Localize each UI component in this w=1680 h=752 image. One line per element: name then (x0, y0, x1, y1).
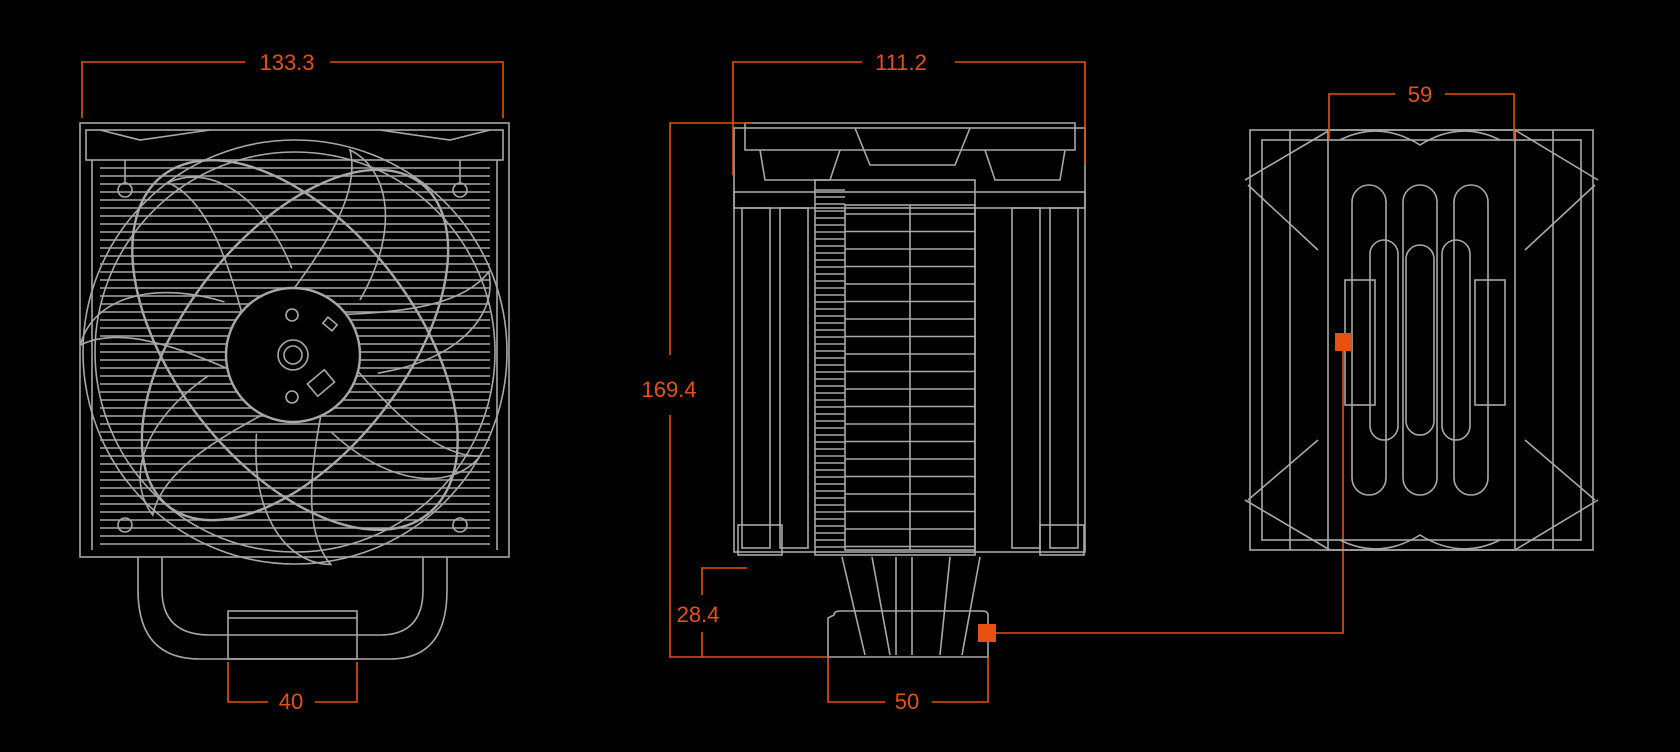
fan-blade (166, 176, 293, 315)
front-base-width-dimension: 40 (227, 662, 358, 714)
fan-hub-center (277, 339, 309, 371)
fan (79, 139, 508, 566)
front-shroud-detail (99, 129, 491, 141)
fan-blade (331, 368, 482, 480)
side-top-cap (744, 122, 1076, 151)
side-base-depth-dimension: 50 (827, 657, 989, 714)
fan-hub (224, 286, 362, 424)
side-depth-dimension: 111.2 (732, 50, 1086, 175)
side-clearance-label: 28.4 (677, 602, 720, 627)
top-width-label: 59 (1408, 82, 1432, 107)
top-view: 59 (1244, 82, 1599, 551)
section-leader-line (996, 351, 1344, 634)
side-fan-brackets (737, 207, 1085, 556)
side-depth-label: 111.2 (875, 50, 927, 75)
fan-frame-arc (131, 158, 459, 532)
front-width-dimension: 133.3 (81, 50, 504, 118)
top-heatpipes (1344, 184, 1506, 496)
side-height-label: 169.4 (641, 377, 696, 402)
fan-ring-outer (82, 139, 508, 565)
top-width-dimension: 59 (1328, 82, 1515, 140)
top-frame-inner (1261, 139, 1582, 541)
front-base-plate (227, 610, 358, 660)
fan-blade (139, 374, 266, 517)
front-base-width-label: 40 (279, 689, 303, 714)
side-base-depth-label: 50 (895, 689, 919, 714)
side-fin-stack (815, 189, 975, 548)
top-frame (1249, 129, 1594, 551)
top-fan-clips (1244, 129, 1599, 551)
section-marker-top (1335, 333, 1352, 351)
side-heatpipes (827, 556, 989, 658)
fan-blade (79, 291, 230, 371)
side-frame (733, 127, 1086, 553)
front-width-label: 133.3 (259, 50, 314, 75)
top-fin-stack (1327, 129, 1516, 551)
fan-clips (117, 160, 468, 533)
top-fin-curves (1339, 130, 1501, 550)
side-top-vents (759, 149, 1066, 181)
side-base-block (827, 610, 989, 658)
front-view: 133.3 40 (79, 50, 510, 714)
front-frame (79, 122, 510, 558)
section-marker (978, 624, 996, 642)
fan-blade (292, 148, 387, 301)
side-view: 111.2 169.4 28.4 50 (641, 50, 1344, 714)
front-heatpipes (137, 557, 448, 660)
fan-frame-arc (140, 168, 450, 522)
side-top-notch (854, 127, 971, 166)
fan-blade (255, 413, 333, 566)
front-top-shroud (85, 129, 504, 161)
side-height-dimension: 169.4 (641, 122, 828, 658)
side-clearance-dimension: 28.4 (677, 567, 747, 657)
